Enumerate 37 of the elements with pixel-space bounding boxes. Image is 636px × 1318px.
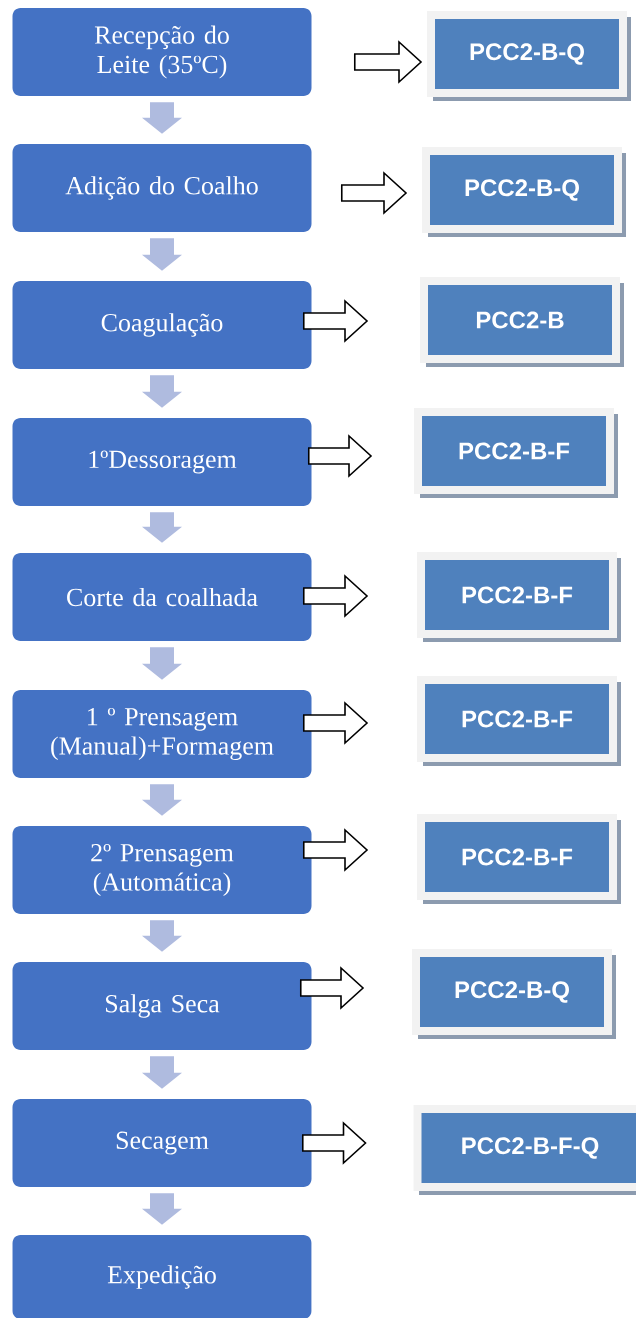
block-arrow xyxy=(302,299,369,343)
block-arrow xyxy=(301,1121,367,1165)
down-arrow xyxy=(142,920,182,952)
code-box: PCC2-B-F xyxy=(417,552,621,642)
down-arrow xyxy=(142,375,182,408)
code-box: PCC2-B-Q xyxy=(422,147,626,237)
down-arrow xyxy=(142,1193,182,1225)
down-arrow xyxy=(142,238,182,271)
code-box: PCC2-B-F-Q xyxy=(413,1105,636,1195)
process-box: Adição do Coalho xyxy=(12,144,312,232)
block-arrow xyxy=(307,434,373,478)
block-arrow xyxy=(299,966,365,1010)
block-arrow xyxy=(302,828,369,872)
down-arrow xyxy=(142,1056,182,1089)
process-box: Coagulação xyxy=(12,281,312,369)
down-arrow xyxy=(142,102,182,134)
code-box: PCC2-B-F xyxy=(417,814,621,904)
block-arrow xyxy=(340,171,408,215)
code-box: PCC2-B-F xyxy=(414,408,618,498)
process-box: Expedição xyxy=(12,1235,312,1318)
process-box: 1ºDessoragem xyxy=(12,418,312,506)
process-box: Recepção do Leite (35ºC) xyxy=(12,8,312,96)
process-box: Corte da coalhada xyxy=(12,553,312,641)
down-arrow xyxy=(142,512,182,543)
down-arrow xyxy=(142,784,182,816)
code-box: PCC2-B xyxy=(420,277,624,367)
process-box: Salga Seca xyxy=(12,962,312,1050)
block-arrow xyxy=(302,701,369,745)
code-box: PCC2-B-Q xyxy=(412,949,616,1039)
block-arrow xyxy=(353,40,423,84)
process-box: Secagem xyxy=(12,1099,312,1187)
down-arrow xyxy=(142,647,182,680)
block-arrow xyxy=(302,574,369,618)
process-box: 1 º Prensagem (Manual)+Formagem xyxy=(12,690,312,778)
code-box: PCC2-B-F xyxy=(417,676,621,766)
process-box: 2º Prensagem (Automática) xyxy=(12,826,312,914)
code-box: PCC2-B-Q xyxy=(427,11,631,101)
